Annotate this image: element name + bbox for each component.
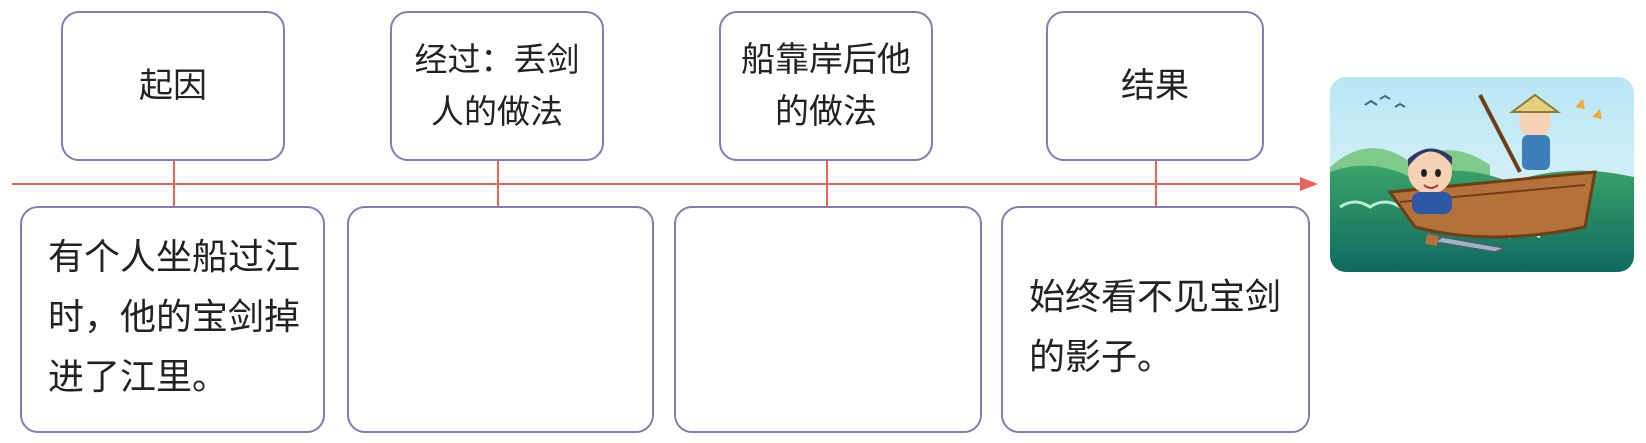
boat-sword-illustration-svg bbox=[1330, 77, 1634, 272]
boat-sword-illustration bbox=[1330, 77, 1634, 272]
stage-after-landing-title: 船靠岸后他的做法 bbox=[741, 40, 911, 132]
timeline-tick bbox=[1155, 160, 1157, 206]
stage-result-content-box: 始终看不见宝剑的影子。 bbox=[1001, 206, 1310, 433]
timeline-line bbox=[12, 183, 1312, 185]
stage-process-answer-box[interactable] bbox=[347, 206, 654, 433]
stage-result-title: 结果 bbox=[1121, 66, 1189, 106]
stage-after-landing-answer-box[interactable] bbox=[674, 206, 982, 433]
timeline-arrow-icon bbox=[1300, 177, 1318, 191]
stage-cause-content-box: 有个人坐船过江时，他的宝剑掉进了江里。 bbox=[20, 206, 325, 433]
stage-cause-title-box: 起因 bbox=[61, 11, 285, 161]
timeline-tick bbox=[826, 160, 828, 206]
stage-cause-content: 有个人坐船过江时，他的宝剑掉进了江里。 bbox=[48, 237, 301, 398]
stage-result-content: 始终看不见宝剑的影子。 bbox=[1029, 277, 1282, 378]
stage-process-title: 经过：丢剑人的做法 bbox=[414, 40, 580, 131]
stage-process-title-box: 经过：丢剑人的做法 bbox=[390, 11, 604, 161]
timeline-tick bbox=[173, 160, 175, 206]
stage-cause-title: 起因 bbox=[139, 66, 207, 106]
timeline-tick bbox=[497, 160, 499, 206]
stage-after-landing-title-box: 船靠岸后他的做法 bbox=[719, 11, 933, 161]
stage-result-title-box: 结果 bbox=[1046, 11, 1264, 161]
